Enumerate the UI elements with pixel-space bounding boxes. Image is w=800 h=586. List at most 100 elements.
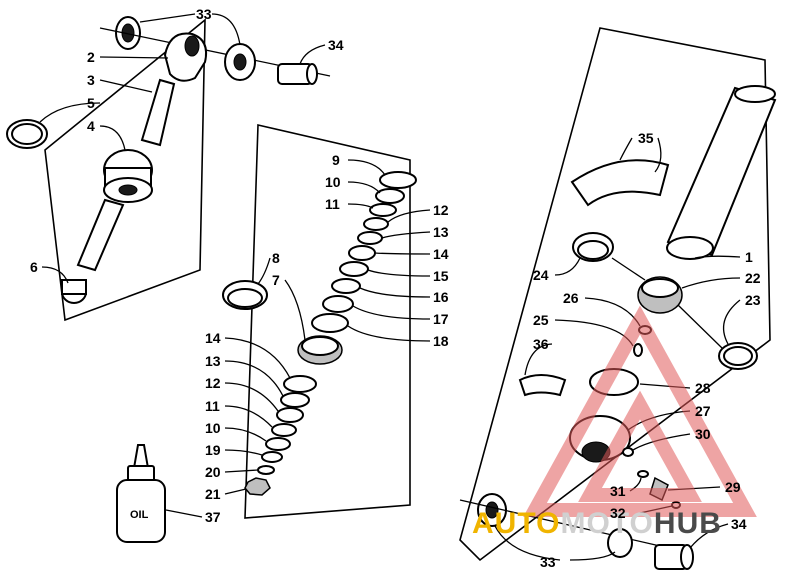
o-ring-5-inner <box>11 123 43 145</box>
end-cap-22-top <box>641 278 679 298</box>
oil-bottle-nozzle <box>132 444 150 469</box>
leader-7 <box>284 279 306 341</box>
callout-34a: 34 <box>328 37 344 53</box>
bushing-33-right-hole <box>233 53 247 71</box>
shim-13-upper <box>357 231 383 245</box>
leader-14b <box>224 337 291 379</box>
watermark: AUTOMOTOHUB <box>472 305 757 540</box>
callout-5: 5 <box>87 95 95 111</box>
shim-19 <box>261 451 283 463</box>
leader-20 <box>224 469 259 473</box>
callout-10a: 10 <box>325 174 341 190</box>
oil-bottle-body <box>116 479 166 543</box>
callout-labels: 33 2 34 3 5 4 6 9 10 11 12 13 14 15 16 1… <box>30 6 761 570</box>
callout-16: 16 <box>433 289 449 305</box>
watermark-triangle-inner <box>578 390 702 502</box>
bearing-cap-4-hole <box>118 184 138 196</box>
callout-10b: 10 <box>205 420 221 436</box>
callout-22: 22 <box>745 270 761 286</box>
decal-35 <box>570 159 670 207</box>
watermark-moto: MOTO <box>560 507 653 540</box>
threaded-rod-3 <box>140 78 176 147</box>
piston-7-face <box>301 336 339 356</box>
leader-11b <box>224 405 273 428</box>
piston-ring-8-inner <box>227 288 263 308</box>
leader-33b <box>494 525 561 561</box>
leader-11a <box>347 203 374 209</box>
callout-33b: 33 <box>540 554 556 570</box>
shim-14-upper <box>348 245 376 261</box>
decal-36 <box>518 374 567 397</box>
leader-23 <box>722 299 741 345</box>
leader-12a <box>387 209 431 223</box>
shim-10-upper <box>375 188 405 204</box>
leader-5 <box>39 102 101 123</box>
valve-30 <box>622 447 634 457</box>
leader-12b <box>224 382 279 412</box>
callout-23: 23 <box>745 292 761 308</box>
piston-shaft <box>76 198 125 272</box>
bushing-33-bottom-hole <box>485 501 499 519</box>
watermark-text: AUTOMOTOHUB <box>472 507 722 540</box>
valve-25 <box>633 343 643 357</box>
callout-19: 19 <box>205 442 221 458</box>
leader-37 <box>165 509 203 518</box>
callout-6: 6 <box>30 259 38 275</box>
callout-14a: 14 <box>433 246 449 262</box>
leader-8 <box>257 257 271 285</box>
leader-lines <box>39 13 741 561</box>
body-tube-1 <box>666 86 777 257</box>
shim-16 <box>331 278 361 294</box>
leader-23-b <box>677 304 723 349</box>
leader-34a <box>299 44 326 65</box>
callout-17: 17 <box>433 311 449 327</box>
oil-bottle-label: OIL <box>130 509 149 521</box>
body-tube-1-top <box>734 85 776 103</box>
leader-13b <box>224 360 284 397</box>
callout-12a: 12 <box>433 202 449 218</box>
eyelet-assembly <box>6 16 331 304</box>
callout-8: 8 <box>272 250 280 266</box>
eyelet-2 <box>163 32 208 82</box>
callout-32: 32 <box>610 505 626 521</box>
leader-36 <box>524 343 553 376</box>
callout-3: 3 <box>87 72 95 88</box>
callout-24: 24 <box>533 267 549 283</box>
leader-13a <box>381 231 431 239</box>
callout-37: 37 <box>205 509 221 525</box>
washer-20 <box>257 465 275 475</box>
watermark-hub: HUB <box>654 507 722 540</box>
callout-13a: 13 <box>433 224 449 240</box>
callout-36: 36 <box>533 336 549 352</box>
leader-33a-b <box>139 13 196 23</box>
callout-35: 35 <box>638 130 654 146</box>
leader-21 <box>224 488 247 495</box>
oil-bottle-37: OIL <box>116 444 166 543</box>
callout-14b: 14 <box>205 330 221 346</box>
sleeve-34-bottom-end <box>680 544 694 570</box>
panel-upper-left <box>44 18 206 322</box>
callout-15: 15 <box>433 268 449 284</box>
ring-24-inner <box>577 240 609 260</box>
callout-7: 7 <box>272 272 280 288</box>
shim-17 <box>322 295 354 313</box>
leader-33b-b <box>569 551 616 561</box>
callout-20: 20 <box>205 464 221 480</box>
leader-2 <box>99 56 169 59</box>
leader-6 <box>41 266 69 284</box>
shim-9 <box>379 171 417 189</box>
callout-30: 30 <box>695 426 711 442</box>
callout-11b: 11 <box>205 398 220 414</box>
callout-26: 26 <box>563 290 579 306</box>
leader-16 <box>359 287 431 298</box>
leader-10a <box>347 181 381 194</box>
sleeve-34-top-end <box>306 63 318 85</box>
callout-13b: 13 <box>205 353 221 369</box>
leader-33a <box>211 13 241 46</box>
leader-19 <box>224 449 263 456</box>
valve-shim-stack <box>222 171 417 496</box>
leader-22-b <box>611 257 646 281</box>
leader-22 <box>681 277 741 289</box>
